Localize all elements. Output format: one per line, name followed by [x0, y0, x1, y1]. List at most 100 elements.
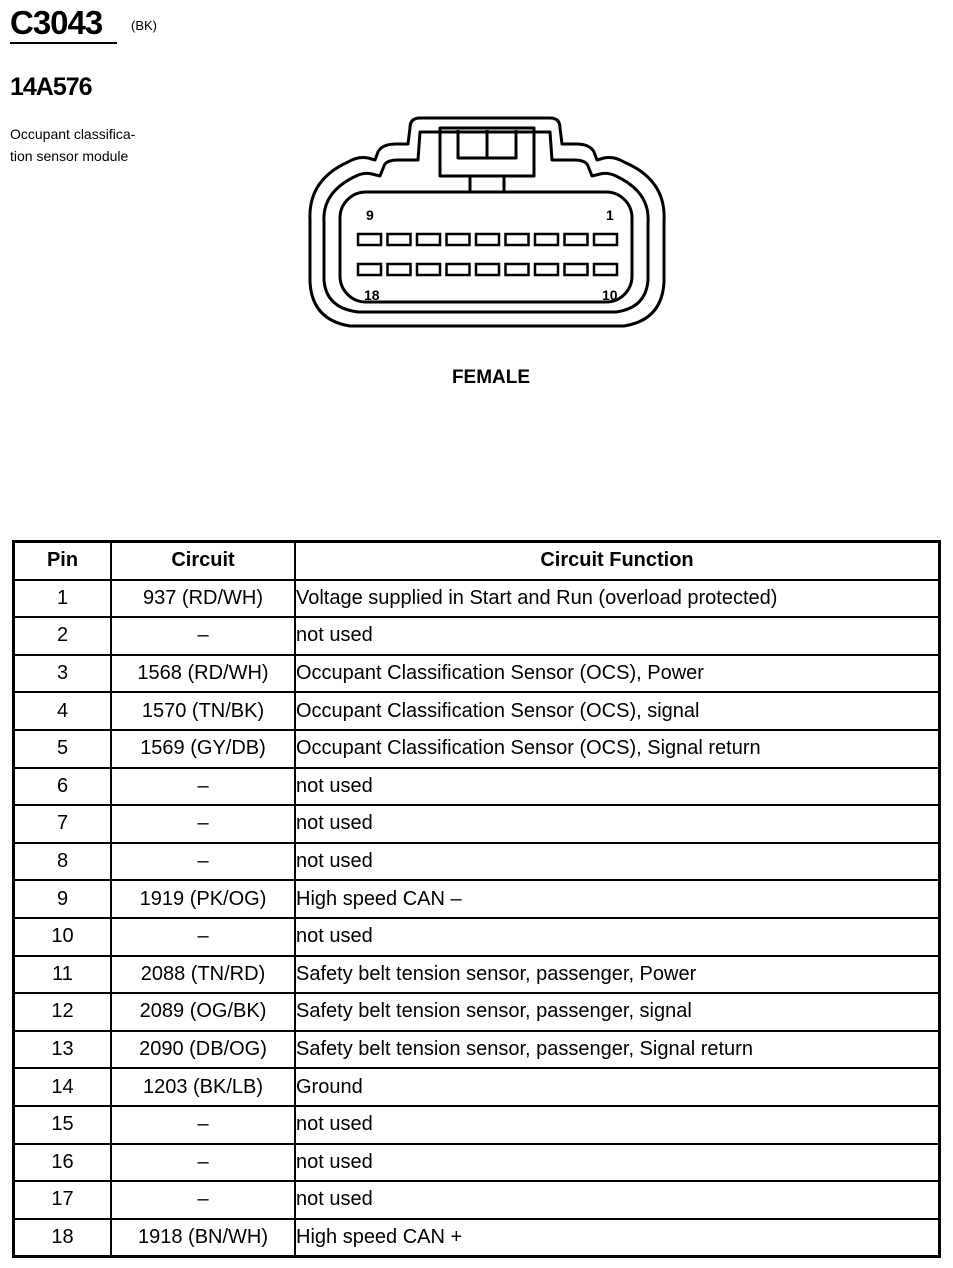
pin-cell: 4 — [12, 691, 112, 731]
function-cell: Safety belt tension sensor, passenger, P… — [294, 954, 941, 995]
function-cell: not used — [294, 841, 941, 882]
pin-cavity — [474, 232, 501, 247]
pin-cavity-area — [338, 190, 634, 304]
connector-face-diagram: 9 1 18 10 — [308, 116, 666, 328]
function-cell: Ground — [294, 1067, 941, 1107]
table-row: 15–not used — [12, 1104, 941, 1145]
function-cell: Voltage supplied in Start and Run (overl… — [294, 578, 941, 619]
pin-cell: 8 — [12, 841, 112, 882]
table-row: 10–not used — [12, 916, 941, 957]
connector-id-underline — [10, 42, 117, 44]
function-cell: not used — [294, 1104, 941, 1145]
pin-cell: 17 — [12, 1180, 112, 1220]
pin-cell: 12 — [12, 992, 112, 1032]
function-cell: not used — [294, 916, 941, 957]
pin-cavity — [504, 262, 530, 277]
function-cell: not used — [294, 1142, 941, 1183]
pin-cavity — [533, 232, 560, 247]
pin-cell: 3 — [12, 653, 112, 694]
pin-cell: 5 — [12, 728, 112, 769]
circuit-cell: 2089 (OG/BK) — [110, 992, 296, 1032]
circuit-cell: – — [110, 1104, 296, 1145]
pin-cavity — [563, 262, 589, 277]
pin-cell: 6 — [12, 766, 112, 807]
latch-outer — [438, 126, 536, 178]
pin-cell: 9 — [12, 879, 112, 919]
housing-outer — [308, 116, 666, 328]
header-circuit-function: Circuit Function — [294, 540, 941, 581]
circuit-cell: 1568 (RD/WH) — [110, 653, 296, 694]
circuit-cell: 937 (RD/WH) — [110, 578, 296, 619]
header-circuit: Circuit — [110, 540, 296, 581]
pin-cell: 11 — [12, 954, 112, 995]
function-cell: Safety belt tension sensor, passenger, S… — [294, 1029, 941, 1070]
pin-cavity — [504, 232, 530, 247]
header-pin: Pin — [12, 540, 112, 581]
function-cell: Occupant Classification Sensor (OCS), Si… — [294, 728, 941, 769]
pin-cell: 14 — [12, 1067, 112, 1107]
circuit-cell: 2088 (TN/RD) — [110, 954, 296, 995]
pin-cell: 16 — [12, 1142, 112, 1183]
table-row: 2–not used — [12, 616, 941, 656]
pin-cavity — [592, 232, 619, 247]
circuit-cell: 1569 (GY/DB) — [110, 728, 296, 769]
housing-inner — [322, 130, 650, 314]
connector-gender: FEMALE — [451, 367, 531, 388]
pin-cavity — [415, 262, 442, 277]
circuit-cell: – — [110, 766, 296, 807]
function-cell: not used — [294, 804, 941, 844]
pin-cavity — [592, 262, 619, 277]
circuit-cell: 1570 (TN/BK) — [110, 691, 296, 731]
pin-cavity — [356, 262, 383, 277]
table-row: 7–not used — [12, 804, 941, 844]
pin-cell: 15 — [12, 1104, 112, 1145]
pin-label-10: 10 — [602, 287, 618, 303]
pin-cavity — [445, 232, 471, 247]
table-header-row: Pin Circuit Circuit Function — [12, 540, 941, 581]
table-row: 16–not used — [12, 1142, 941, 1183]
function-cell: High speed CAN + — [294, 1217, 941, 1258]
function-cell: Occupant Classification Sensor (OCS), si… — [294, 691, 941, 731]
pin-label-18: 18 — [364, 287, 380, 303]
pin-cavity — [445, 262, 471, 277]
function-cell: not used — [294, 616, 941, 656]
table-row: 17–not used — [12, 1180, 941, 1220]
description-line-1: Occupant classifica- — [10, 126, 136, 142]
pin-label-9: 9 — [366, 207, 374, 223]
circuit-cell: 2090 (DB/OG) — [110, 1029, 296, 1070]
part-number: 14A576 — [10, 73, 93, 101]
connector-color: (BK) — [131, 18, 157, 33]
circuit-cell: – — [110, 1142, 296, 1183]
pin-cavity — [533, 262, 560, 277]
pin-label-1: 1 — [606, 207, 614, 223]
function-cell: not used — [294, 766, 941, 807]
function-cell: High speed CAN – — [294, 879, 941, 919]
function-cell: Safety belt tension sensor, passenger, s… — [294, 992, 941, 1032]
pin-cavity — [386, 262, 412, 277]
pin-cell: 10 — [12, 916, 112, 957]
pin-cavity — [386, 232, 412, 247]
pin-cell: 2 — [12, 616, 112, 656]
pin-cell: 18 — [12, 1217, 112, 1258]
circuit-cell: – — [110, 841, 296, 882]
function-cell: not used — [294, 1180, 941, 1220]
circuit-cell: 1203 (BK/LB) — [110, 1067, 296, 1107]
description-line-2: tion sensor module — [10, 148, 129, 164]
pin-cavity — [563, 232, 589, 247]
pin-cell: 13 — [12, 1029, 112, 1070]
circuit-cell: – — [110, 1180, 296, 1220]
pin-cavity — [415, 232, 442, 247]
circuit-cell: 1918 (BN/WH) — [110, 1217, 296, 1258]
pin-cell: 7 — [12, 804, 112, 844]
pin-cavity — [356, 232, 383, 247]
circuit-cell: – — [110, 916, 296, 957]
